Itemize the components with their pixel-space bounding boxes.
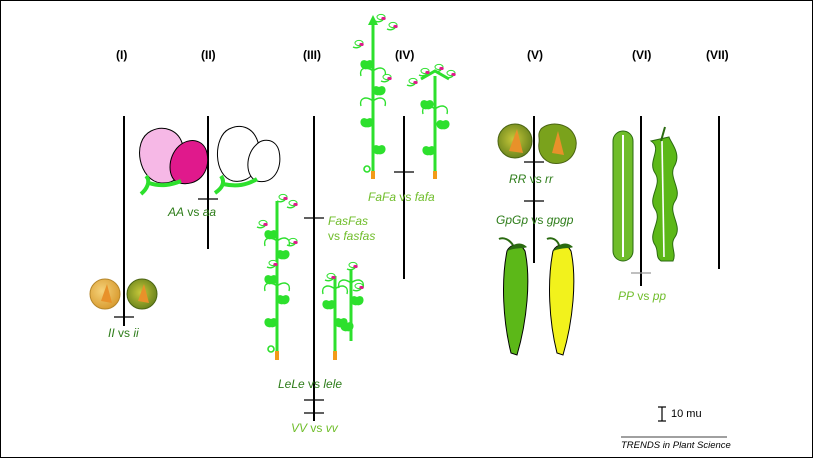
chromosome-label-I: (I) [116, 48, 128, 62]
flower-pink-icon [139, 127, 209, 196]
gene-label-V: VV vs vv [291, 421, 338, 435]
seed-green-icon [126, 278, 158, 310]
chromosome-label-II: (II) [201, 48, 216, 62]
seed-yellow-icon [89, 278, 121, 310]
chromosome-label-V: (V) [527, 48, 543, 62]
pod-smooth-icon [612, 130, 634, 262]
plant-normal-icon [352, 13, 399, 179]
chromosome-label-VI: (VI) [632, 48, 652, 62]
gene-label-Fas: FasFas vs fasfas [328, 214, 376, 243]
chromosome-label-VII: (VII) [706, 48, 729, 62]
seed-round-icon [497, 123, 533, 159]
gene-label-Le: LeLe vs lele [278, 377, 343, 391]
plant-dwarf-icon [321, 261, 365, 360]
seed-wrinkled-icon [538, 123, 577, 164]
gene-label-I: II vs ii [108, 326, 139, 340]
pod-green-icon [498, 237, 529, 356]
scale-bar-label: 10 mu [671, 408, 702, 420]
pod-yellow-icon [546, 237, 575, 356]
gene-label-P: PP vs pp [618, 289, 667, 303]
chromosome-label-III: (III) [303, 48, 321, 62]
pod-constricted-icon [649, 126, 678, 262]
gene-label-Fa: FaFa vs fafa [368, 190, 435, 204]
gene-label-R: RR vs rr [509, 172, 554, 186]
plant-fasciated-icon [406, 63, 457, 179]
gene-label-A: AA vs aa [168, 205, 217, 219]
credit-text: TRENDS in Plant Science [621, 440, 731, 451]
flower-white-icon [213, 125, 281, 195]
chromosome-label-IV: (IV) [395, 48, 415, 62]
plant-tall-icon [256, 193, 299, 360]
scale-bar [658, 406, 666, 422]
gene-label-Gp: GpGp vs gpgp [496, 213, 574, 227]
